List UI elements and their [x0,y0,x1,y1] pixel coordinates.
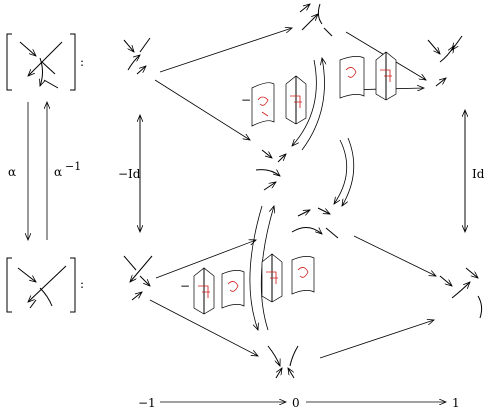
crossing-lower-middle [291,207,339,239]
foam-sheet-upper-4 [375,51,397,101]
id-label: Id [472,167,485,181]
foam-sheet-upper-2 [285,75,307,125]
foam-sheet-lower-4 [291,256,315,295]
alpha-inverse-label: α [54,165,62,179]
foam-sheet-lower-2 [221,270,245,309]
alpha-inverse-exponent: −1 [65,160,81,173]
axis-label-one: 1 [452,396,460,410]
foam-minus-upper: − [241,93,251,107]
alpha-arrows [28,102,47,240]
foam-sheet-upper-3 [339,56,365,99]
axis-label-zero: 0 [292,396,300,410]
crossing-middle-center [255,149,286,191]
foam-sheet-upper-1 [251,82,275,127]
minus-id-label: −Id [118,167,141,181]
foam-sheet-lower-3 [261,253,283,303]
foam-minus-lower: − [180,279,190,293]
foam-sheet-lower-1 [193,267,215,315]
top-bracket-crossing [6,33,76,91]
axis-label-minus-one: −1 [138,396,156,410]
bottom-bracket-crossing [6,257,76,313]
crossing-top-left [123,37,151,75]
connecting-arrows [149,28,436,359]
crossing-bottom-left [123,255,153,301]
bottom-colon: : [80,277,84,291]
crossing-bottom-center [267,345,299,379]
alpha-label: α [8,165,16,179]
top-colon: : [80,55,84,69]
crossing-top-center [299,4,333,37]
crossing-top-right [427,35,463,87]
crossing-bottom-right [439,267,483,319]
